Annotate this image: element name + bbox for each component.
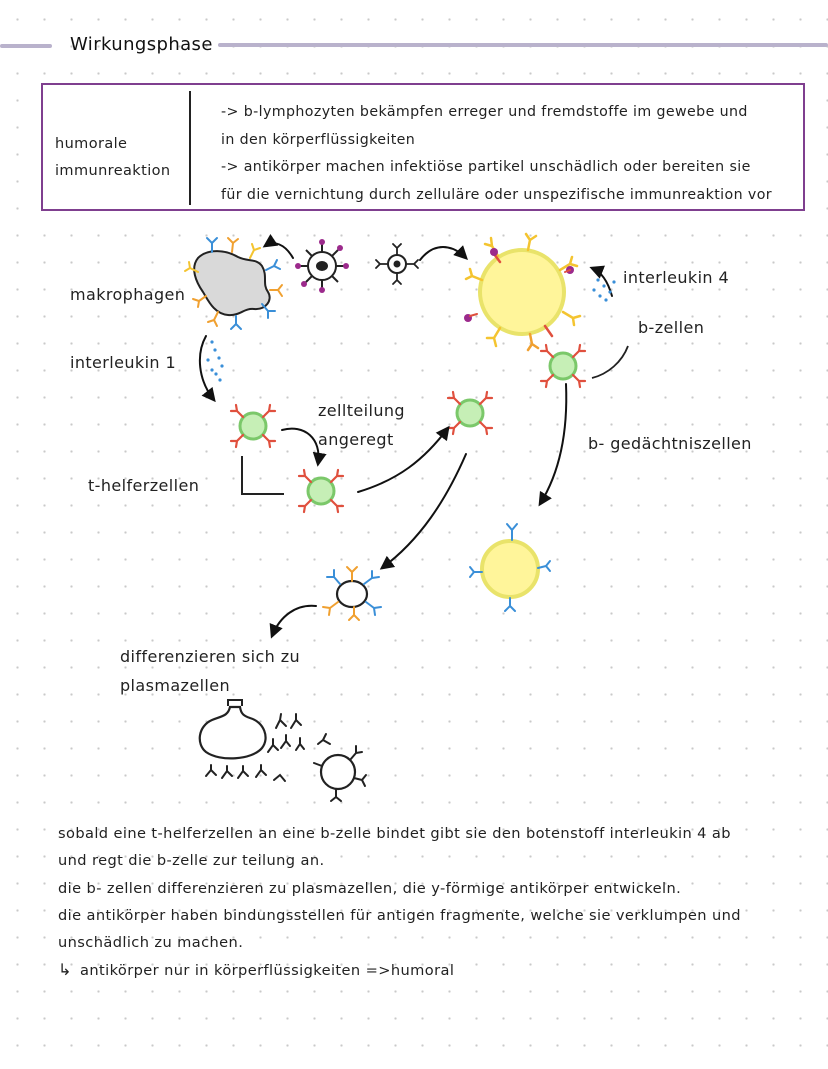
- summary-conclusion-row: ↳ antikörper nur in körperflüssigkeiten =…: [58, 956, 798, 984]
- label-b-gedaechtniszellen: b- gedächtniszellen: [588, 434, 752, 453]
- definition-line-3: -> antikörper machen infektiöse partikel…: [221, 159, 751, 175]
- label-t-helferzellen: t-helferzellen: [88, 476, 200, 495]
- definition-text: -> b-lymphozyten bekämpfen erreger und f…: [221, 99, 801, 209]
- summary-line-1: sobald eine t-helferzellen an eine b-zel…: [58, 825, 731, 842]
- b-memory-cell: [469, 523, 551, 612]
- arrow-to-memory-cell: [538, 383, 568, 507]
- b-cell-pointer-line: [591, 345, 629, 379]
- definition-line-2: in den körperflüssigkeiten: [221, 131, 416, 148]
- summary-line-5: unschädlich zu machen.: [58, 934, 244, 952]
- title-rule-right: [218, 43, 828, 47]
- summary-text: sobald eine t-helferzellen an eine b-zel…: [58, 820, 798, 985]
- summary-conclusion: antikörper nur in körperflüssigkeiten =>…: [80, 962, 455, 980]
- definition-line-1: -> b-lymphozyten bekämpfen erreger und f…: [221, 104, 748, 120]
- arrow-to-t-helper-3: [357, 425, 450, 493]
- macrophage-body: [193, 250, 271, 317]
- label-angeregt: angeregt: [318, 430, 394, 449]
- summary-line-3: die b- zellen differenzieren zu plasmaze…: [58, 879, 682, 897]
- title-rule-left: [0, 44, 52, 48]
- summary-line-4: die antikörper haben bindungsstellen für…: [58, 906, 741, 924]
- definition-line-4: für die vernichtung durch zelluläre oder…: [221, 186, 773, 203]
- arrow-to-activated-b-cell: [379, 453, 467, 570]
- pathogen-1: [295, 239, 349, 293]
- arrow-pathogen-to-b-cell: [419, 245, 468, 261]
- term-line-1: humorale: [55, 136, 128, 152]
- label-interleukin-1: interleukin 1: [70, 353, 177, 372]
- activated-b-cell: [322, 566, 382, 621]
- arrow-cell-division: [281, 427, 327, 467]
- definition-box: humorale immunreaktion -> b-lymphozyten …: [41, 83, 805, 211]
- arrow-to-plasma-cell: [269, 604, 317, 639]
- arrow-pathogen-to-macrophage: [262, 233, 294, 259]
- interleukin-1-dots: [206, 340, 224, 382]
- t-helper-cell-2: [297, 468, 345, 514]
- interleukin-4-dots: [592, 278, 616, 302]
- section-title: Wirkungsphase: [70, 34, 213, 55]
- label-interleukin-4: interleukin 4: [623, 268, 730, 287]
- plasma-cell: [198, 699, 331, 782]
- label-makrophagen: makrophagen: [70, 285, 186, 304]
- t-helper-cell-1: [229, 403, 277, 449]
- macrophage: [184, 237, 283, 330]
- b-cell-large: [464, 232, 582, 352]
- t-helper-cell-3: [446, 390, 494, 436]
- definition-term: humorale immunreaktion: [55, 131, 170, 185]
- label-zellteilung: zellteilung: [318, 401, 405, 420]
- definition-divider: [189, 91, 191, 205]
- summary-line-2: und regt die b-zelle zur teilung an.: [58, 852, 325, 870]
- t-cell-bound: [539, 343, 587, 389]
- return-arrow-icon: ↳: [58, 960, 72, 980]
- label-differenzieren: differenzieren sich zu: [120, 647, 301, 666]
- label-b-zellen: b-zellen: [638, 318, 705, 337]
- pathogen-2: [375, 243, 419, 285]
- neutralized-antigen: [313, 745, 367, 802]
- t-cell-bracket: [241, 456, 284, 495]
- arrow-interleukin-1: [198, 335, 216, 403]
- term-line-2: immunreaktion: [55, 163, 171, 179]
- label-plasmazellen: plasmazellen: [120, 676, 231, 695]
